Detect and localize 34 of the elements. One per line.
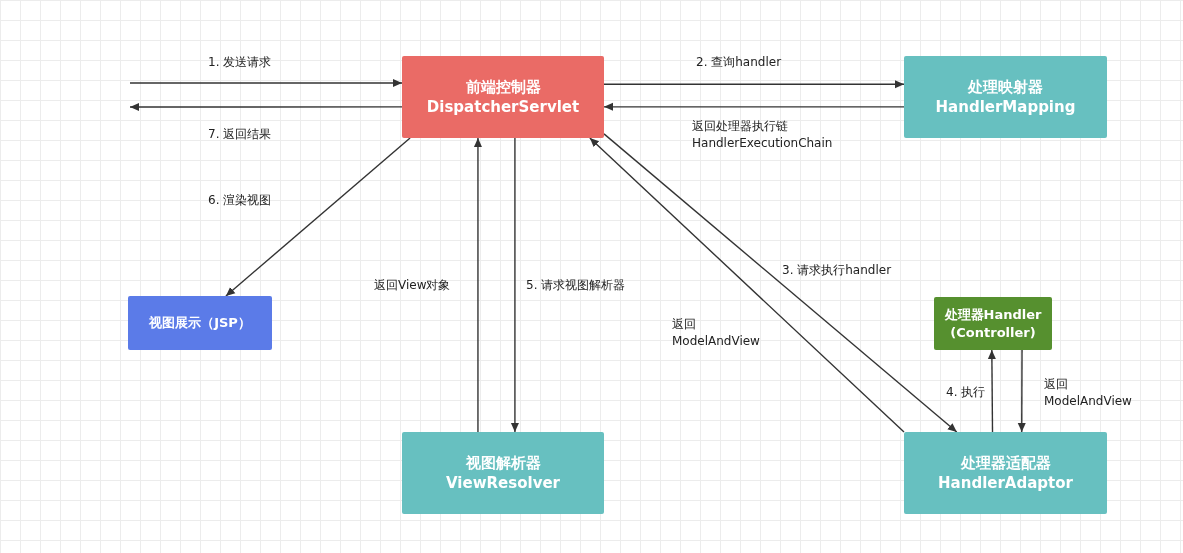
edge-label: 5. 请求视图解析器 (526, 277, 627, 294)
process-box (128, 296, 272, 350)
process-box (402, 432, 604, 514)
arrow (603, 133, 958, 433)
arrow (603, 102, 905, 111)
edge-label: 4. 执行 (946, 384, 987, 401)
edge-label: 返回处理器执行链 HandlerExecutionChain (692, 118, 834, 152)
box-label: 前端控制器 DispatcherServlet (425, 76, 581, 118)
edge-label: 返回 ModelAndView (672, 316, 761, 350)
box-label: 处理器Handler (Controller) (943, 305, 1043, 342)
process-box (904, 56, 1107, 138)
arrow (987, 349, 996, 433)
box-label: 处理器适配器 HandlerAdaptor (937, 452, 1074, 494)
edge-label: 7. 返回结果 (208, 126, 273, 143)
edge-label: 2. 查询handler (696, 54, 783, 71)
edge-label: 返回 ModelAndView (1044, 376, 1133, 410)
edge-label: 返回View对象 (374, 277, 452, 294)
arrow (589, 137, 905, 433)
arrow (510, 137, 519, 433)
arrow (473, 137, 482, 433)
process-box (904, 432, 1107, 514)
process-box (934, 297, 1052, 350)
box-label: 视图展示（JSP） (149, 314, 251, 332)
arrow (129, 103, 403, 111)
arrow (603, 80, 905, 89)
edge-label: 6. 渲染视图 (208, 192, 273, 209)
arrow (225, 137, 411, 297)
process-box (402, 56, 604, 138)
edge-label: 3. 请求执行handler (782, 262, 893, 279)
arrow (1017, 349, 1026, 433)
edge-label: 1. 发送请求 (208, 54, 273, 71)
arrow (129, 79, 403, 88)
box-label: 视图解析器 ViewResolver (445, 452, 561, 494)
box-label: 处理映射器 HandlerMapping (934, 76, 1077, 118)
